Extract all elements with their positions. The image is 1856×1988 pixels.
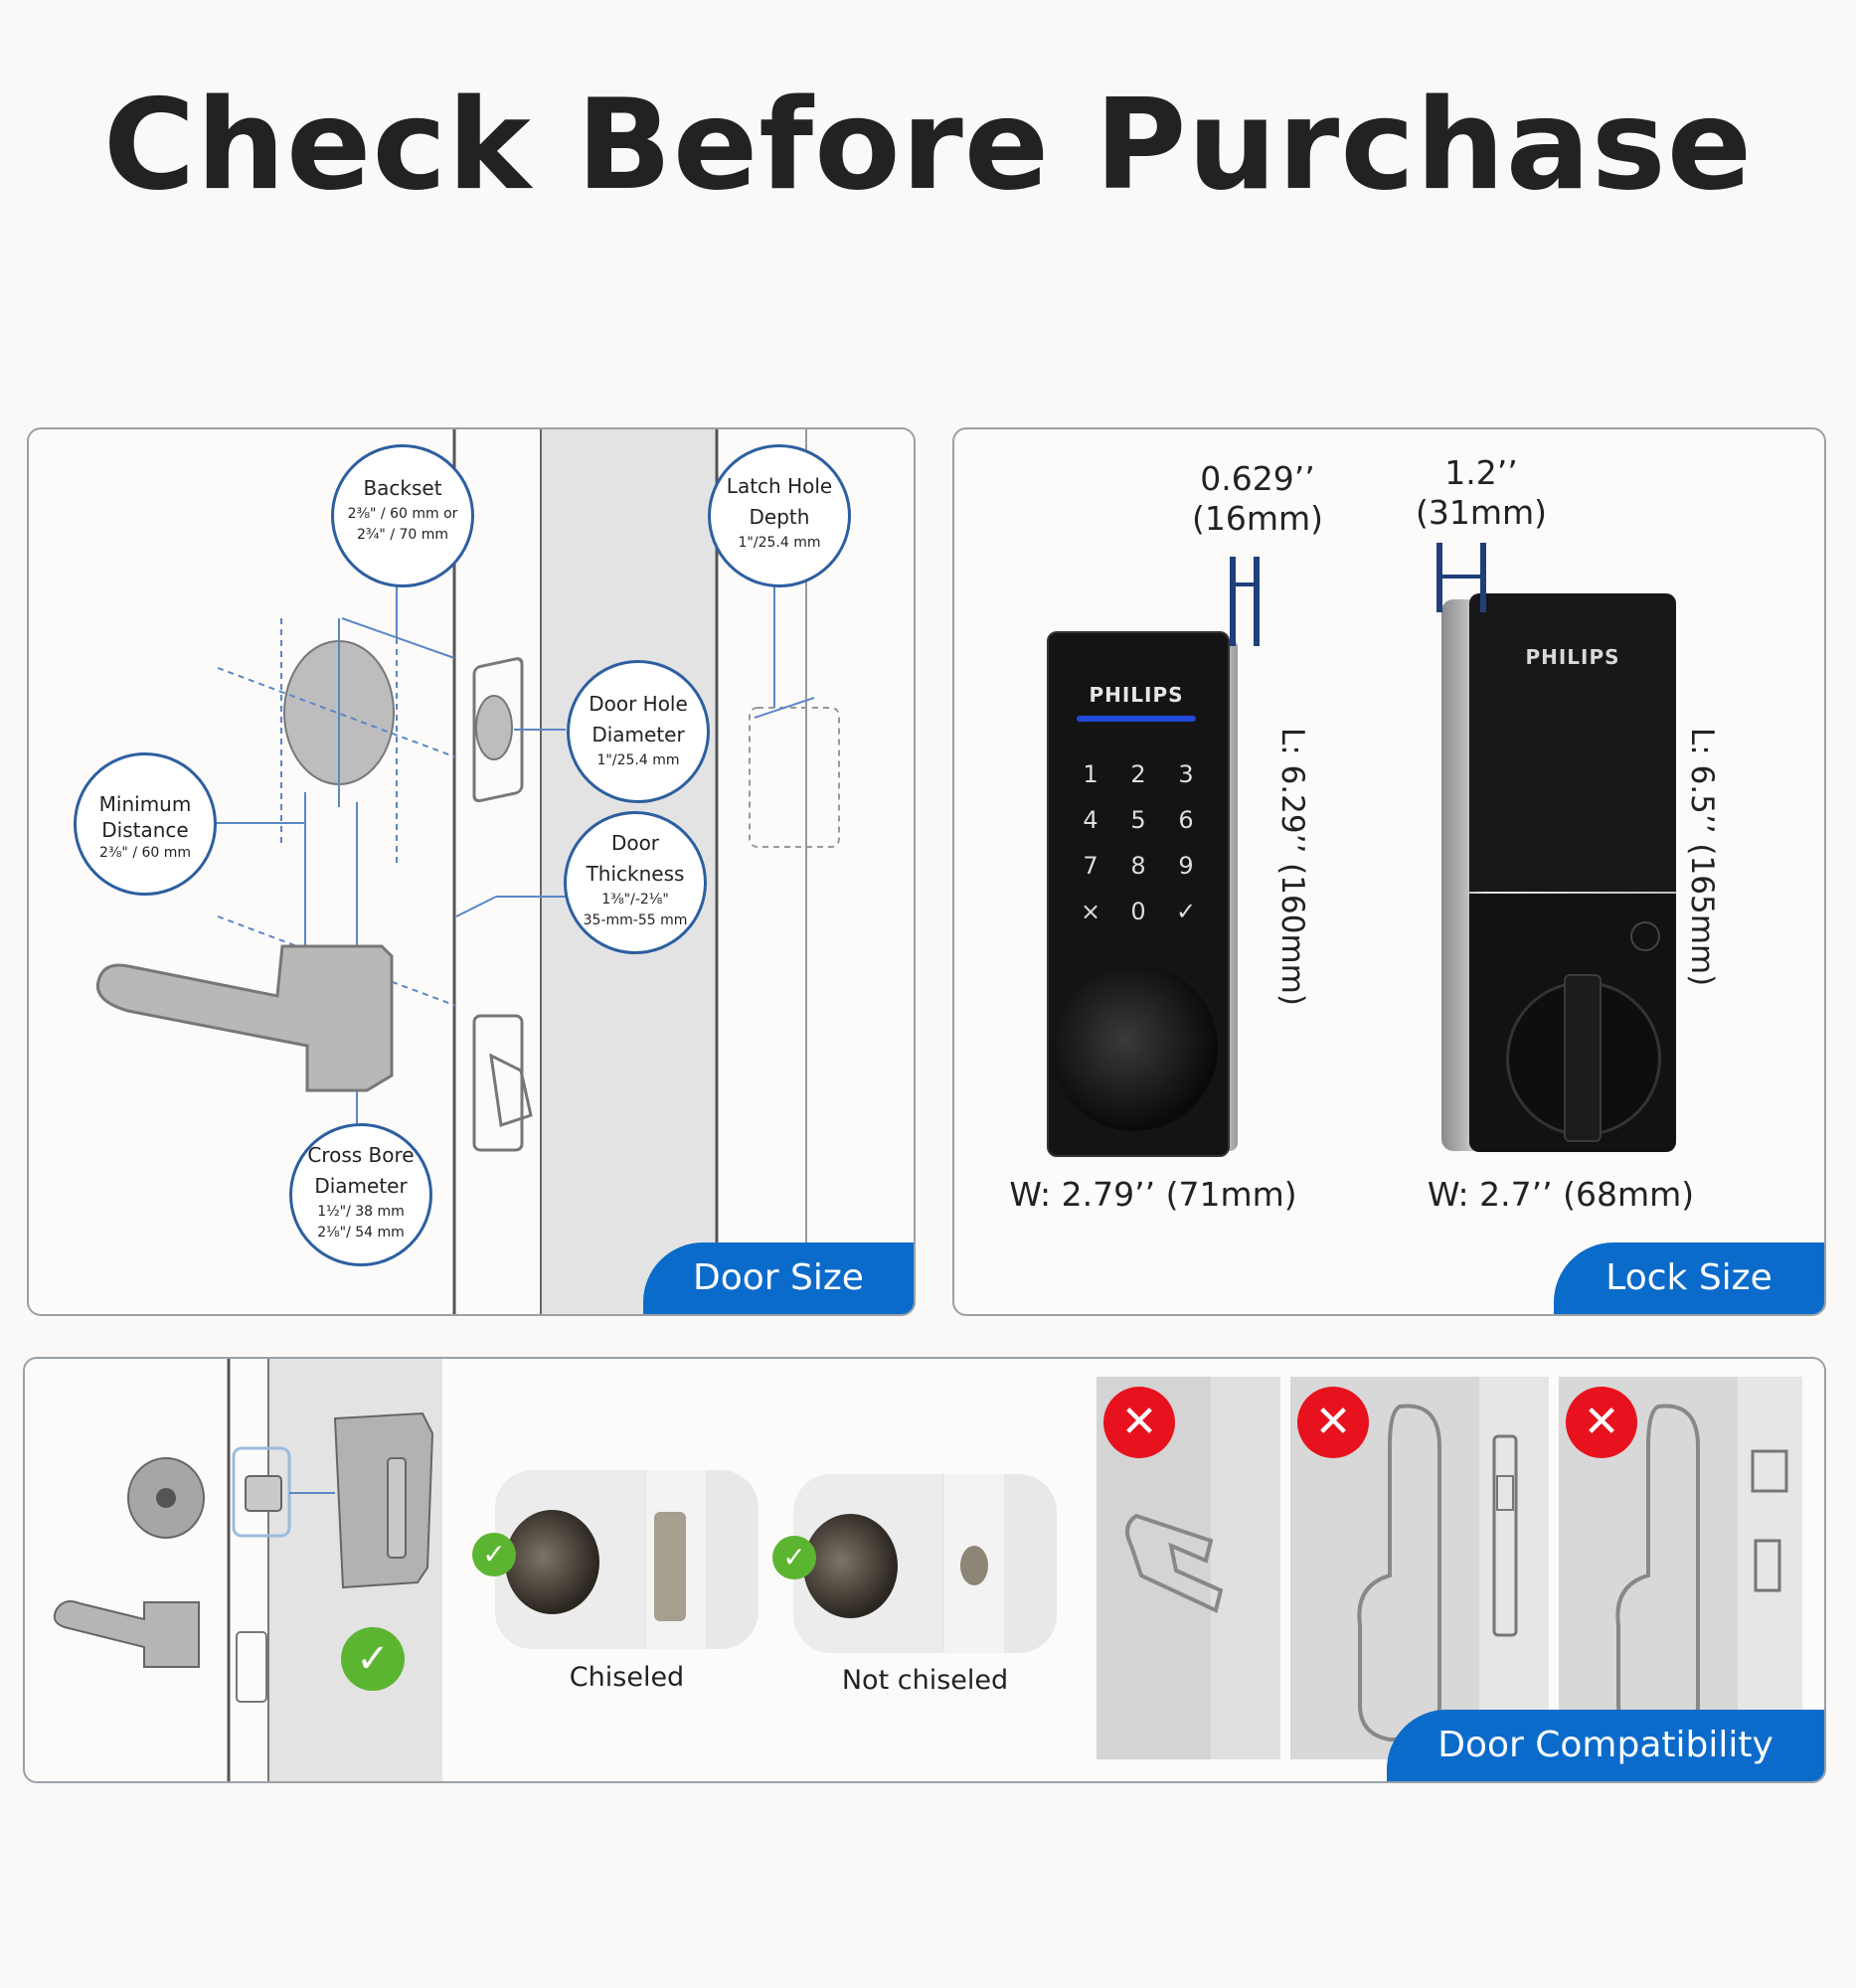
- door-compatibility-panel: ✓ ✓ Chiseled ✓ Not chiseled ✕ ✕: [23, 1357, 1826, 1783]
- incompatible-icon-2: ✕: [1297, 1387, 1369, 1458]
- latch-hole-depth-value: 1"/25.4 mm: [738, 535, 821, 551]
- approved-check-icon: ✓: [341, 1627, 405, 1691]
- door-thickness-callout: Door Thickness 1⅜"/-2⅛" 35-mm-55 mm: [564, 811, 707, 954]
- key-4[interactable]: 4: [1083, 806, 1098, 834]
- front-length-label: L: 6.29’’ (160mm): [1274, 728, 1310, 1006]
- back-thickness-marker: [1436, 543, 1486, 612]
- front-lock-indicator: [1077, 716, 1196, 722]
- front-thickness-marker: [1230, 557, 1260, 646]
- door-size-tab: Door Size: [643, 1242, 914, 1314]
- back-lock-brand: PHILIPS: [1525, 645, 1620, 669]
- door-size-panel: Backset 2⅜" / 60 mm or 2¾" / 70 mm Latch…: [27, 427, 916, 1316]
- cross-bore-diameter-value-2: 2⅛"/ 54 mm: [317, 1225, 405, 1241]
- chiseled-example: [495, 1470, 759, 1649]
- chiseled-check-icon: ✓: [472, 1533, 516, 1576]
- back-thickness-mm: (31mm): [1415, 493, 1548, 532]
- minimum-distance-heading-2: Distance: [101, 818, 189, 842]
- chiseled-label: Chiseled: [569, 1662, 685, 1693]
- front-lock: PHILIPS 1 2 3 4 5 6 7 8 9 × 0 ✓: [1047, 631, 1238, 1157]
- minimum-distance-value: 2⅜" / 60 mm: [98, 845, 192, 861]
- door-hole-diameter-value: 1"/25.4 mm: [596, 752, 680, 768]
- backset-heading: Backset: [363, 476, 442, 500]
- key-confirm[interactable]: ✓: [1175, 898, 1197, 925]
- door-hole-diameter-heading-1: Door Hole: [589, 692, 688, 716]
- not-chiseled-example: [793, 1474, 1057, 1653]
- keypad: 1 2 3 4 5 6 7 8 9 × 0 ✓: [1067, 760, 1216, 925]
- latch-hole-depth-heading-2: Depth: [749, 505, 810, 529]
- back-thickness-label: 1.2’’ (31mm): [1382, 453, 1581, 533]
- front-thickness-mm: (16mm): [1191, 499, 1324, 538]
- cross-bore-diameter-heading-2: Diameter: [314, 1174, 408, 1198]
- cross-bore-diameter-heading-1: Cross Bore: [307, 1143, 415, 1167]
- latch-hole-depth-callout: Latch Hole Depth 1"/25.4 mm: [708, 444, 851, 587]
- thumb-knob-front[interactable]: [1051, 964, 1218, 1131]
- back-lock: PHILIPS: [1441, 593, 1676, 1155]
- key-6[interactable]: 6: [1178, 806, 1194, 834]
- cross-bore-diameter-callout: Cross Bore Diameter 1½"/ 38 mm 2⅛"/ 54 m…: [289, 1123, 432, 1266]
- front-thickness-label: 0.629’’ (16mm): [1143, 459, 1372, 539]
- incompatible-icon-3: ✕: [1566, 1387, 1637, 1458]
- backset-value-2: 2¾" / 70 mm: [356, 527, 449, 543]
- not-chiseled-check-icon: ✓: [772, 1536, 816, 1579]
- door-compatibility-tab: Door Compatibility: [1387, 1710, 1824, 1781]
- door-thickness-heading-2: Thickness: [586, 862, 685, 886]
- cross-bore-diameter-value-1: 1½"/ 38 mm: [317, 1204, 405, 1220]
- back-length-label: L: 6.5’’ (165mm): [1684, 728, 1720, 987]
- door-hole-diameter-callout: Door Hole Diameter 1"/25.4 mm: [567, 660, 710, 803]
- key-8[interactable]: 8: [1130, 852, 1146, 880]
- page-title: Check Before Purchase: [102, 72, 1754, 218]
- backset-callout: Backset 2⅜" / 60 mm or 2¾" / 70 mm: [331, 444, 474, 587]
- key-9[interactable]: 9: [1178, 852, 1194, 880]
- key-5[interactable]: 5: [1130, 806, 1146, 834]
- minimum-distance-heading-1: Minimum: [98, 792, 192, 816]
- door-edge-diagram: [53, 1359, 442, 1781]
- backset-value-1: 2⅜" / 60 mm or: [347, 506, 458, 522]
- minimum-distance-callout: Minimum Distance 2⅜" / 60 mm: [74, 752, 217, 896]
- key-cancel[interactable]: ×: [1080, 898, 1101, 925]
- front-width-label: W: 2.79’’ (71mm): [1009, 1175, 1297, 1214]
- door-hole-diameter-heading-2: Diameter: [591, 723, 685, 746]
- front-thickness-in: 0.629’’: [1200, 459, 1315, 498]
- incompatible-icon-1: ✕: [1103, 1387, 1175, 1458]
- key-1[interactable]: 1: [1083, 760, 1098, 788]
- reset-button[interactable]: [1630, 921, 1660, 951]
- door-thickness-value-2: 35-mm-55 mm: [583, 912, 688, 928]
- latch-hole-depth-heading-1: Latch Hole: [726, 474, 833, 498]
- key-0[interactable]: 0: [1130, 898, 1146, 925]
- key-3[interactable]: 3: [1178, 760, 1194, 788]
- back-width-label: W: 2.7’’ (68mm): [1427, 1175, 1695, 1214]
- front-lock-brand: PHILIPS: [1089, 683, 1184, 707]
- not-chiseled-label: Not chiseled: [841, 1665, 1009, 1696]
- lock-size-panel: PHILIPS 1 2 3 4 5 6 7 8 9 × 0 ✓ 0.629’’ …: [952, 427, 1826, 1316]
- door-thickness-heading-1: Door: [610, 831, 660, 855]
- lock-size-tab: Lock Size: [1554, 1242, 1824, 1314]
- door-thickness-value-1: 1⅜"/-2⅛": [601, 892, 669, 908]
- key-7[interactable]: 7: [1083, 852, 1098, 880]
- back-thickness-in: 1.2’’: [1444, 453, 1518, 492]
- key-2[interactable]: 2: [1130, 760, 1146, 788]
